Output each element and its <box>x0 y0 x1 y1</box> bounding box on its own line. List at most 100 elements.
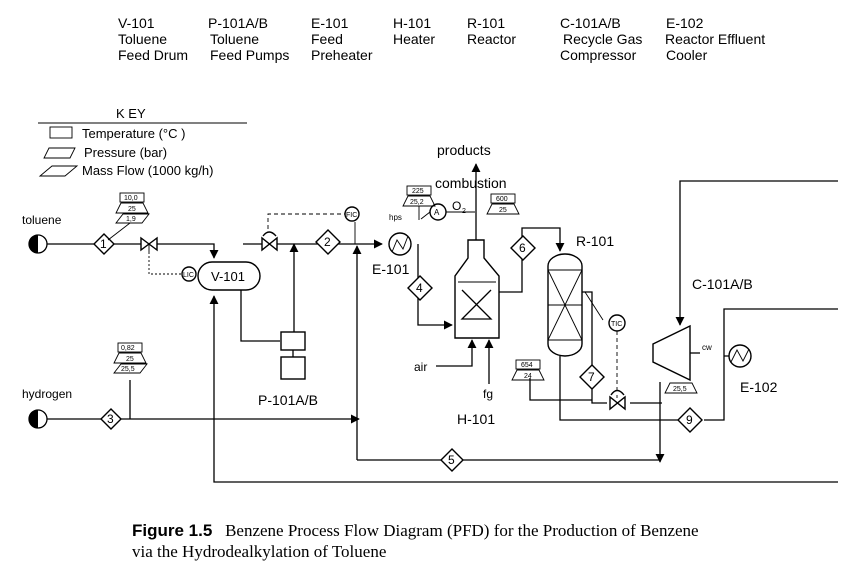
svg-text:O: O <box>452 199 461 213</box>
stream-1-diamond: 1 <box>93 233 115 255</box>
svg-text:Recycle Gas: Recycle Gas <box>563 31 642 47</box>
svg-text:H-101: H-101 <box>457 411 495 427</box>
stream-9-diamond: 9 <box>677 407 703 433</box>
svg-text:R-101: R-101 <box>467 15 505 31</box>
svg-text:9: 9 <box>686 413 693 427</box>
svg-text:1,9: 1,9 <box>126 216 136 223</box>
stream-2-diamond: 2 <box>315 229 341 255</box>
tic-instrument: TIC <box>608 314 626 332</box>
stream-5-diamond: 5 <box>440 448 464 472</box>
stream-9-flags: 25,5 <box>664 382 698 394</box>
svg-text:C-101A/B: C-101A/B <box>692 276 753 292</box>
stream-6-diamond: 6 <box>510 235 536 261</box>
toluene-feed-label: toluene <box>22 213 62 227</box>
svg-text:Preheater: Preheater <box>311 47 373 63</box>
svg-text:25,5: 25,5 <box>121 366 135 373</box>
stream-4-flags: 225 25,2 <box>402 185 436 220</box>
svg-text:10,0: 10,0 <box>124 195 138 202</box>
p101-feed-pump: P-101A/B <box>258 331 318 408</box>
svg-text:air: air <box>414 360 427 374</box>
svg-text:TIC: TIC <box>611 321 622 328</box>
svg-text:0,82: 0,82 <box>121 345 135 352</box>
temperature-key-symbol <box>49 126 73 139</box>
legend-item-e102: E-102 Reactor Effluent Cooler <box>665 15 765 63</box>
svg-text:6: 6 <box>519 241 526 255</box>
svg-text:654: 654 <box>521 362 533 369</box>
flow-control-valve <box>261 231 278 252</box>
svg-text:Heater: Heater <box>393 31 435 47</box>
hydrogen-feed-label: hydrogen <box>22 387 72 401</box>
svg-text:24: 24 <box>524 373 532 380</box>
stream-7-diamond: 7 <box>579 364 605 390</box>
svg-text:Toluene: Toluene <box>118 31 167 47</box>
pressure-key-symbol <box>43 147 76 159</box>
analyzer-instrument: A O 2 <box>429 199 466 221</box>
process-lines <box>47 163 838 483</box>
svg-text:Mass Flow (1000 kg/h): Mass Flow (1000 kg/h) <box>82 163 214 178</box>
stream-3-flags: 0,82 25 25,5 <box>113 342 148 374</box>
figure-caption: Figure 1.5 Benzene Process Flow Diagram … <box>132 520 832 562</box>
stream-6-flags: 600 25 <box>486 193 520 215</box>
svg-text:Feed: Feed <box>311 31 343 47</box>
legend-item-v101: V-101 Toluene Feed Drum <box>118 15 188 63</box>
svg-text:C-101A/B: C-101A/B <box>560 15 621 31</box>
svg-text:Pressure (bar): Pressure (bar) <box>84 145 167 160</box>
svg-text:A: A <box>434 208 440 217</box>
svg-text:E-101: E-101 <box>311 15 349 31</box>
svg-text:Feed Pumps: Feed Pumps <box>210 47 289 63</box>
legend-item-c101: C-101A/B Recycle Gas Compressor <box>560 15 642 63</box>
c101-recycle-compressor: C-101A/B <box>652 276 753 382</box>
legend-item-r101: R-101 Reactor <box>467 15 516 47</box>
legend-item-e101: E-101 Feed Preheater <box>311 15 373 63</box>
svg-text:Feed Drum: Feed Drum <box>118 47 188 63</box>
svg-text:Reactor Effluent: Reactor Effluent <box>665 31 765 47</box>
svg-text:fg: fg <box>483 387 493 401</box>
svg-text:Temperature (°C ): Temperature (°C ) <box>82 126 185 141</box>
svg-text:E-102: E-102 <box>740 379 778 395</box>
svg-text:3: 3 <box>107 412 114 426</box>
svg-text:V-101: V-101 <box>118 15 155 31</box>
equipment-legend: V-101 Toluene Feed Drum P-101A/B Toluene… <box>118 15 765 63</box>
svg-text:25,2: 25,2 <box>410 199 424 206</box>
svg-text:LIC: LIC <box>183 272 194 279</box>
legend-item-p101: P-101A/B Toluene Feed Pumps <box>208 15 289 63</box>
figure-label: Figure 1.5 <box>132 521 213 540</box>
v101-feed-drum: V-101 <box>197 261 261 291</box>
svg-text:FIC: FIC <box>346 212 357 219</box>
svg-text:600: 600 <box>496 196 508 203</box>
h101-heater: combustion products air fg H-101 <box>414 142 507 427</box>
lic-instrument: LIC <box>181 266 197 282</box>
svg-text:E-102: E-102 <box>666 15 704 31</box>
svg-text:25: 25 <box>126 356 134 363</box>
svg-text:25,5: 25,5 <box>673 386 687 393</box>
stream-3-diamond: 3 <box>100 408 122 430</box>
svg-text:products: products <box>437 142 491 158</box>
svg-text:225: 225 <box>412 188 424 195</box>
svg-text:K EY: K EY <box>116 106 146 121</box>
legend-item-h101: H-101 Heater <box>393 15 435 47</box>
svg-text:4: 4 <box>416 281 423 295</box>
svg-text:P-101A/B: P-101A/B <box>208 15 268 31</box>
svg-text:E-101: E-101 <box>372 261 410 277</box>
svg-text:Compressor: Compressor <box>560 47 637 63</box>
svg-text:cw: cw <box>702 343 712 352</box>
toluene-source-symbol <box>28 234 48 254</box>
svg-text:combustion: combustion <box>435 175 507 191</box>
caption-text-line-1: Benzene Process Flow Diagram (PFD) for t… <box>225 521 699 540</box>
e101-feed-preheater: hps E-101 <box>372 213 412 277</box>
svg-text:25: 25 <box>499 207 507 214</box>
quench-control-valve <box>609 389 626 411</box>
svg-text:P-101A/B: P-101A/B <box>258 392 318 408</box>
svg-text:2: 2 <box>324 235 331 249</box>
svg-text:5: 5 <box>448 453 455 467</box>
svg-text:hps: hps <box>389 213 402 222</box>
svg-text:R-101: R-101 <box>576 233 614 249</box>
svg-text:Cooler: Cooler <box>666 47 708 63</box>
svg-text:1: 1 <box>100 237 107 251</box>
fic-instrument: FIC <box>344 206 360 222</box>
symbol-key: K EY Temperature (°C ) Pressure (bar) Ma… <box>38 106 247 178</box>
svg-text:Toluene: Toluene <box>210 31 259 47</box>
svg-text:Reactor: Reactor <box>467 31 516 47</box>
svg-text:2: 2 <box>462 208 466 215</box>
